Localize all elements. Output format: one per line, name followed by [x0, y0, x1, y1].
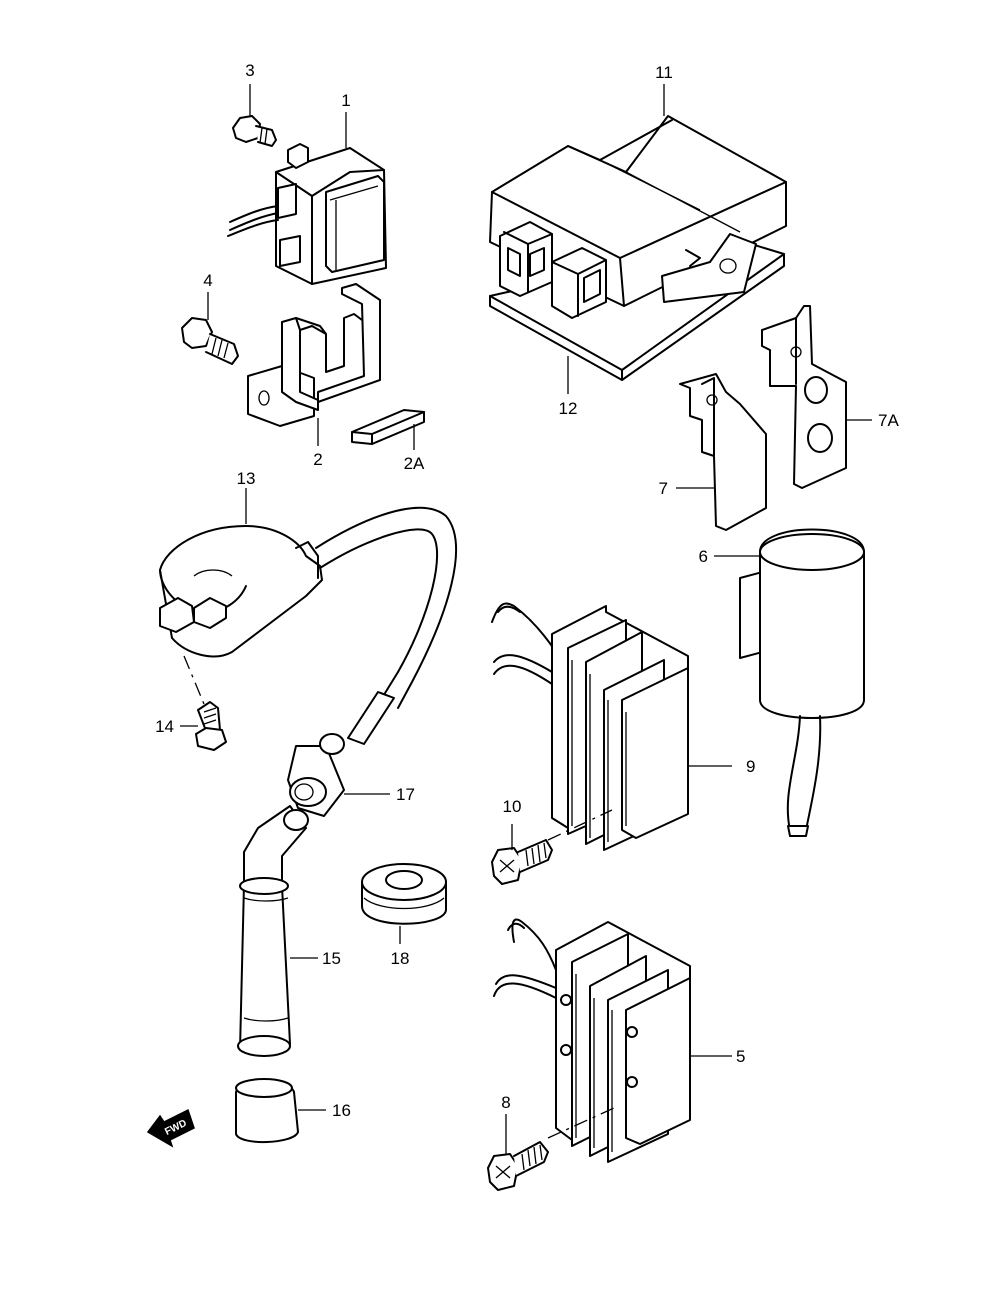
callout-13: 13 — [237, 469, 256, 488]
callout-12: 12 — [559, 399, 578, 418]
assembly-dash-lines — [183, 655, 615, 1139]
part-7-plate — [679, 373, 767, 531]
part-3-bolt — [232, 115, 277, 147]
callout-18: 18 — [391, 949, 410, 968]
callout-1: 1 — [341, 91, 350, 110]
callout-11: 11 — [655, 63, 673, 82]
part-18-grommet — [361, 863, 447, 925]
callout-3: 3 — [245, 61, 254, 80]
callout-6: 6 — [699, 547, 708, 566]
callout-15: 15 — [322, 949, 341, 968]
callout-16: 16 — [332, 1101, 351, 1120]
part-15-plug-cap — [237, 805, 309, 1057]
part-6-condenser — [739, 528, 865, 837]
callout-2: 2 — [313, 450, 322, 469]
callout-17: 17 — [396, 785, 415, 804]
part-11-cdi-unit — [489, 115, 787, 381]
part-2a-clip — [351, 409, 425, 445]
callout-9: 9 — [746, 757, 755, 776]
part-7a-plate — [761, 305, 847, 489]
part-9-rectifier — [491, 602, 689, 851]
callout-4: 4 — [203, 271, 212, 290]
part-10-screw — [491, 839, 553, 885]
callout-8: 8 — [501, 1093, 510, 1112]
part-16-boot — [235, 1078, 299, 1144]
part-5-regulator — [493, 918, 691, 1163]
part-4-bolt — [181, 317, 239, 365]
fwd-direction-arrow: FWD — [146, 1108, 195, 1148]
callout-14: 14 — [155, 717, 174, 736]
callout-7a: 7A — [878, 411, 899, 430]
part-2-bracket — [247, 283, 381, 427]
part-14-screw — [195, 701, 227, 751]
callout-10: 10 — [503, 797, 522, 816]
part-17-seal — [287, 733, 345, 817]
leader-lines — [180, 84, 872, 1154]
callout-labels: 3 1 4 2 2A 11 12 7A 7 6 9 10 13 14 17 15… — [155, 61, 899, 1120]
part-8-screw — [487, 1141, 549, 1191]
callout-5: 5 — [736, 1047, 745, 1066]
callout-2a: 2A — [404, 454, 425, 473]
part-13-ignition-coil — [159, 506, 458, 745]
part-1-relay — [227, 143, 387, 285]
callout-7: 7 — [659, 479, 668, 498]
